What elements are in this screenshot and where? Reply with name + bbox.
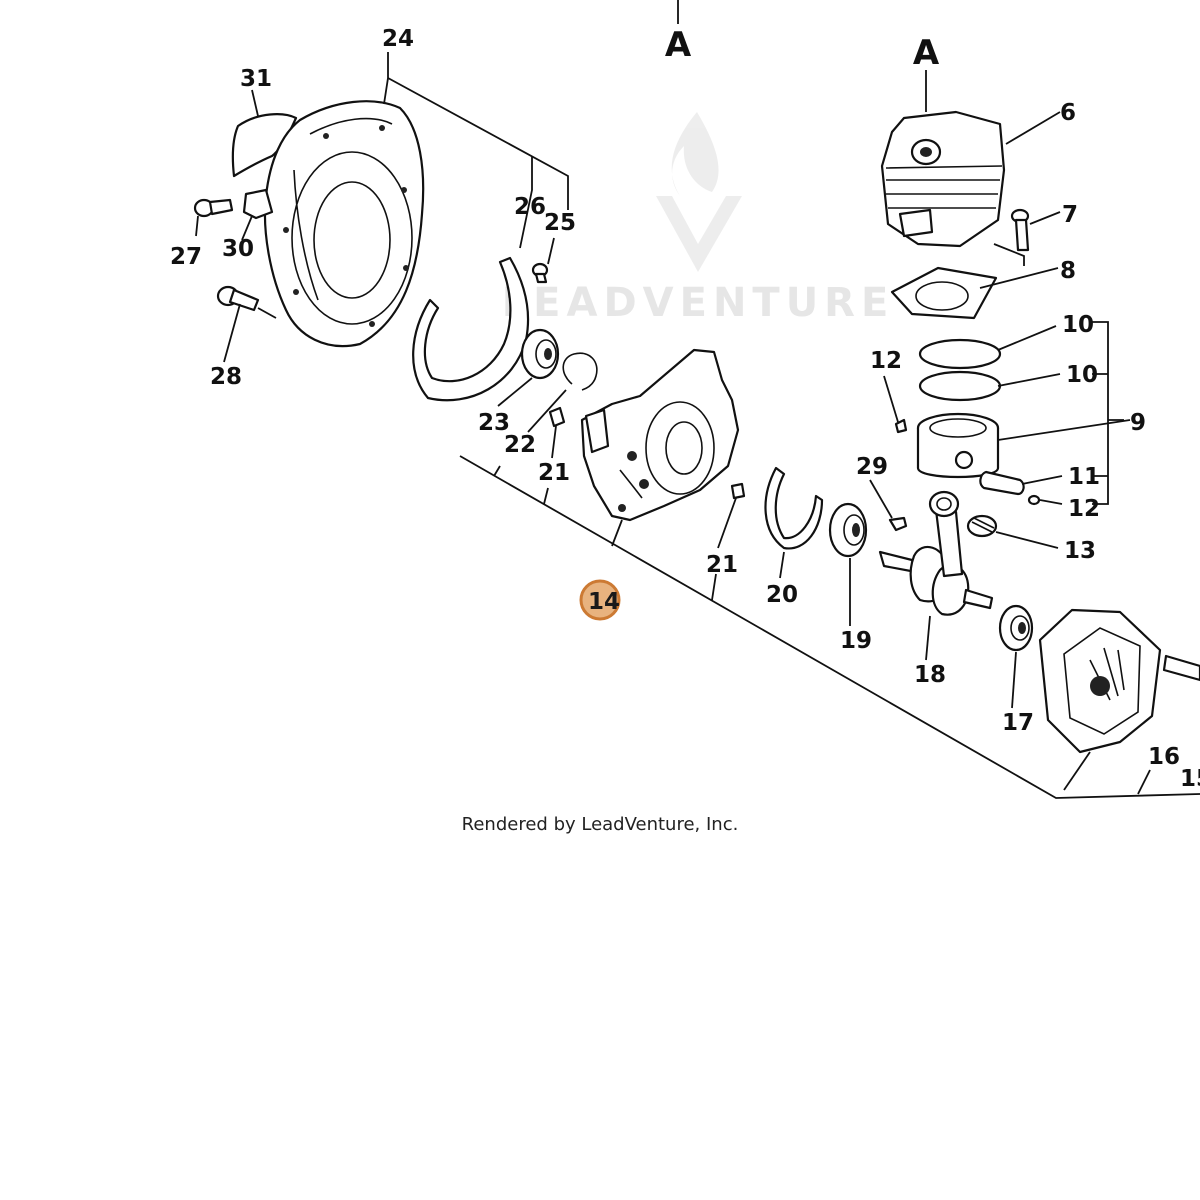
part-28-bolt[interactable] [216, 285, 260, 312]
part-16-crankcase-half[interactable] [1038, 608, 1162, 754]
label-20[interactable]: 20 [766, 582, 798, 608]
part-27-screw[interactable] [193, 198, 234, 218]
part-20-gasket[interactable] [764, 466, 824, 550]
part-12-clip-bottom[interactable] [1027, 494, 1041, 506]
label-21-right[interactable]: 21 [706, 552, 738, 578]
label-15[interactable]: 15 [1180, 766, 1200, 792]
label-31[interactable]: 31 [240, 66, 272, 92]
part-25-screw[interactable] [531, 262, 549, 284]
label-23[interactable]: 23 [478, 410, 510, 436]
part-21-pin-right[interactable] [730, 482, 746, 500]
label-6[interactable]: 6 [1060, 100, 1076, 126]
label-27[interactable]: 27 [170, 244, 202, 270]
label-22[interactable]: 22 [504, 432, 536, 458]
label-9[interactable]: 9 [1130, 410, 1146, 436]
label-29[interactable]: 29 [856, 454, 888, 480]
label-19[interactable]: 19 [840, 628, 872, 654]
part-31-decal[interactable] [231, 113, 298, 178]
render-credit: Rendered by LeadVenture, Inc. [461, 814, 739, 835]
part-17-bearing[interactable] [998, 604, 1034, 652]
label-13[interactable]: 13 [1064, 538, 1096, 564]
hotspot-label[interactable]: 14 [588, 589, 620, 615]
label-12-top[interactable]: 12 [870, 348, 902, 374]
part-29-key[interactable] [888, 516, 908, 532]
part-26-shroud-plate[interactable] [412, 256, 530, 402]
part-14-crankcase[interactable] [580, 348, 740, 522]
label-30[interactable]: 30 [222, 236, 254, 262]
label-8[interactable]: 8 [1060, 258, 1076, 284]
label-18[interactable]: 18 [914, 662, 946, 688]
part-13-needle-bearing[interactable] [966, 514, 998, 538]
label-10-bottom[interactable]: 10 [1066, 362, 1098, 388]
label-24[interactable]: 24 [382, 26, 414, 52]
part-8-gasket[interactable] [890, 266, 998, 320]
label-16[interactable]: 16 [1148, 744, 1180, 770]
label-25[interactable]: 25 [544, 210, 576, 236]
part-30-clip[interactable] [242, 188, 274, 220]
part-10-ring-top[interactable] [918, 338, 1002, 370]
label-12-bottom[interactable]: 12 [1068, 496, 1100, 522]
section-marker-right: A [913, 33, 940, 73]
part-10-ring-bottom[interactable] [918, 370, 1002, 402]
watermark-text: LEADVENTURE [502, 280, 895, 326]
part-21-pin-left[interactable] [548, 406, 566, 428]
part-12-clip-top[interactable] [894, 418, 908, 434]
part-22-circlip[interactable] [562, 352, 598, 391]
label-17[interactable]: 17 [1002, 710, 1034, 736]
label-26[interactable]: 26 [514, 194, 546, 220]
part-6-cylinder[interactable] [880, 110, 1006, 248]
part-19-bearing[interactable] [828, 502, 868, 558]
label-11[interactable]: 11 [1068, 464, 1100, 490]
label-10-top[interactable]: 10 [1062, 312, 1094, 338]
label-7[interactable]: 7 [1062, 202, 1078, 228]
part-9-piston[interactable] [916, 412, 1000, 479]
section-marker-left: A [665, 25, 692, 65]
label-28[interactable]: 28 [210, 364, 242, 390]
callout-labels: 24 31 26 25 27 30 28 23 22 21 21 20 19 1… [170, 26, 1200, 792]
watermark: LEADVENTURE [502, 112, 895, 326]
leader-lines [195, 52, 1200, 799]
part-18-crankshaft[interactable] [878, 490, 994, 616]
hotspot-part-14[interactable]: 14 [579, 579, 621, 621]
part-15-bolt[interactable] [1162, 654, 1200, 682]
part-7-bolt[interactable] [1010, 208, 1030, 252]
watermark-v-icon [656, 196, 742, 272]
part-23-bearing[interactable] [520, 328, 560, 380]
watermark-flame-icon [671, 112, 719, 196]
part-24-fan-housing[interactable] [263, 100, 425, 348]
hotspot-marker[interactable] [579, 579, 621, 621]
part-11-piston-pin[interactable] [979, 470, 1025, 496]
label-21-left[interactable]: 21 [538, 460, 570, 486]
